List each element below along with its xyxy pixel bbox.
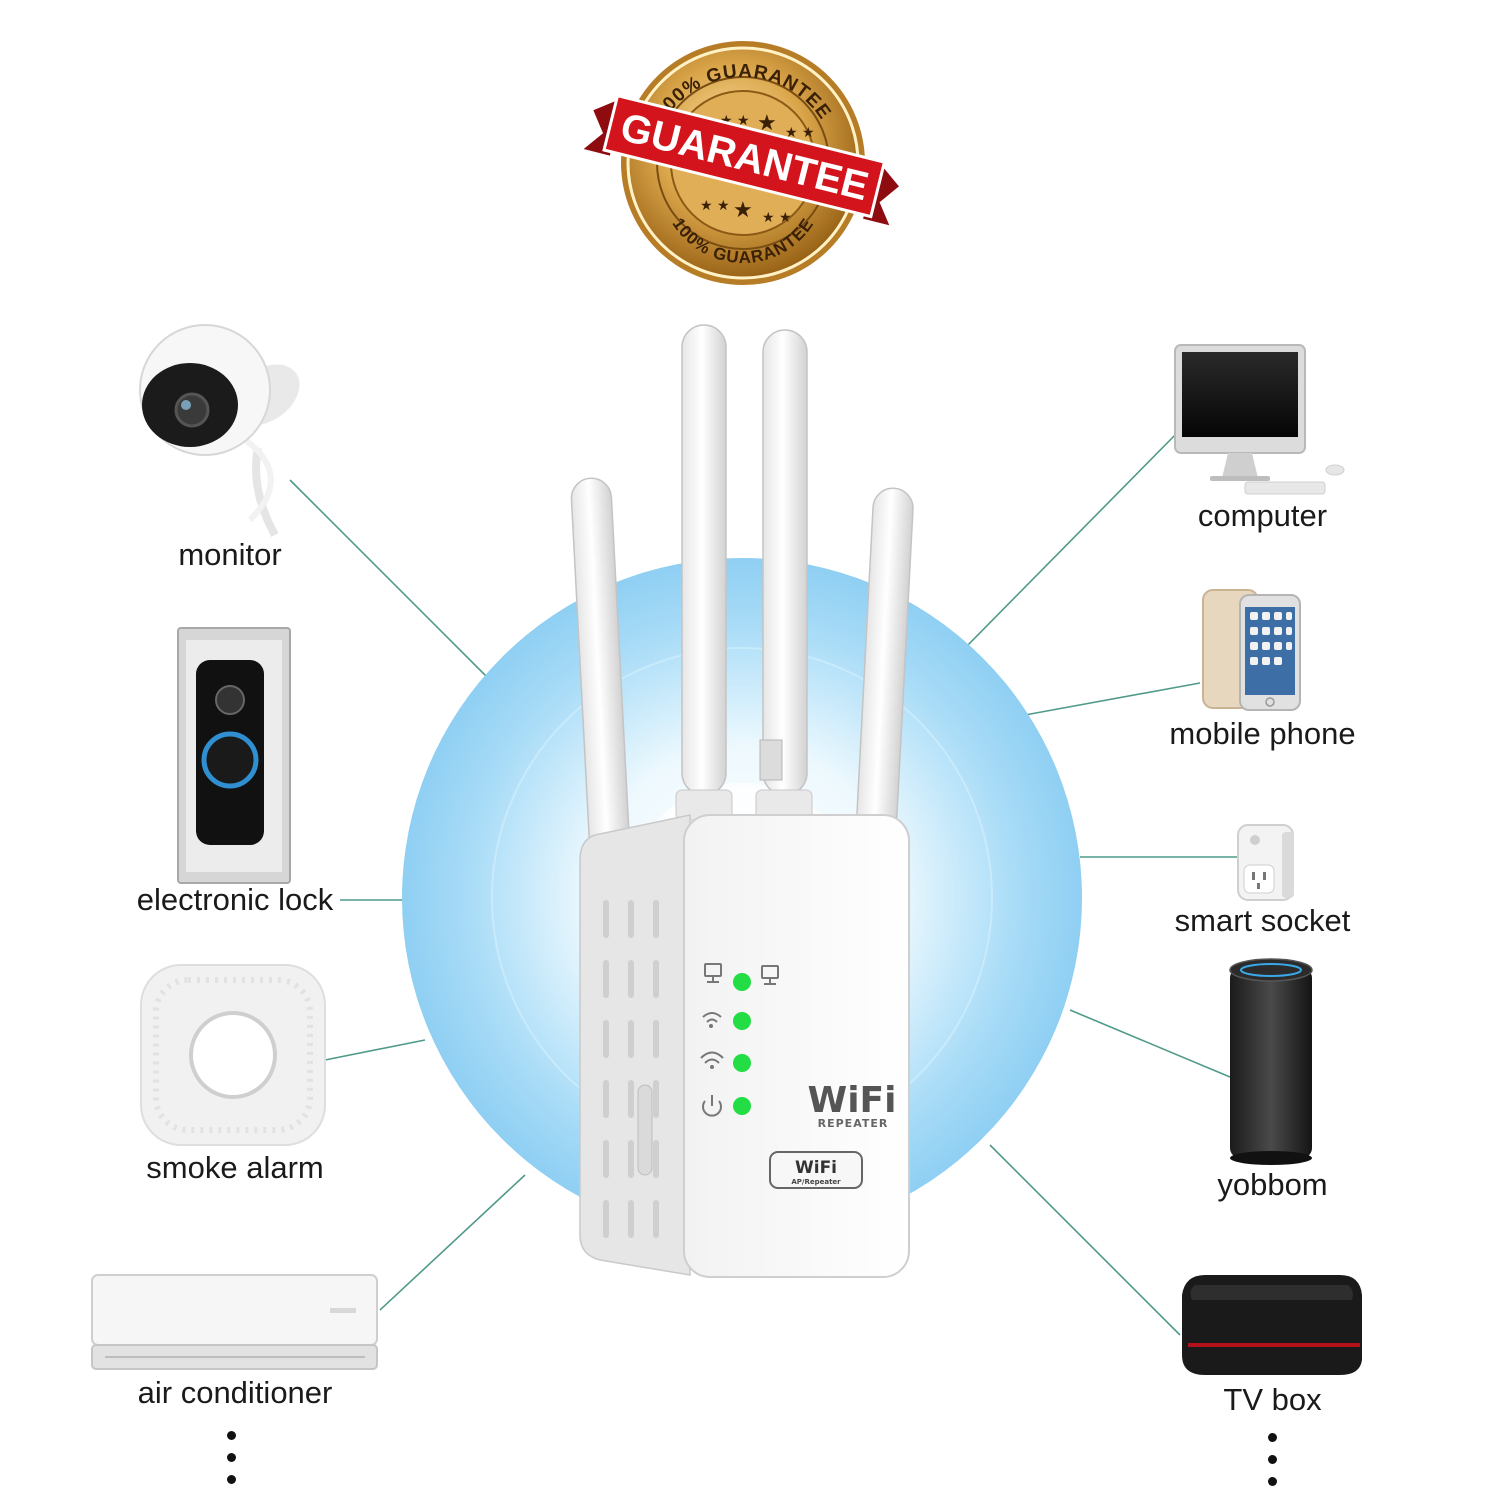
svg-text:★: ★ <box>757 111 777 136</box>
wifi-5g-icon <box>702 1012 722 1018</box>
led-power <box>733 1097 751 1115</box>
status-leds <box>733 973 751 1115</box>
device-plate <box>769 1151 863 1189</box>
desktop-computer-icon <box>1174 344 1345 495</box>
svg-text:★ ★: ★ ★ <box>700 198 730 214</box>
svg-text:★ ★: ★ ★ <box>762 210 792 226</box>
device-brand-main: WiFi <box>808 1080 897 1121</box>
mobile-phone-icon <box>1202 589 1301 711</box>
smart-socket-icon <box>1237 824 1294 901</box>
wps-button <box>637 1084 653 1176</box>
air-conditioner-icon <box>91 1274 378 1370</box>
right-more-dots-icon <box>1266 1433 1278 1499</box>
left-label-monitor: monitor <box>178 537 282 572</box>
video-doorbell-icon <box>177 627 291 884</box>
smart-speaker-icon <box>1229 958 1313 1165</box>
led-lan <box>733 973 751 991</box>
guarantee-badge: 100% GUARANTEE 100% GUARANTEE ★ ★ ★ ★ ★ … <box>583 41 899 285</box>
security-camera-icon <box>139 324 300 537</box>
tv-box-icon <box>1182 1275 1362 1375</box>
left-more-dots-icon <box>225 1431 237 1497</box>
device-brand-sub: REPEATER <box>818 1117 889 1130</box>
right-label-yobbom: yobbom <box>1217 1167 1328 1202</box>
left-label-electronic-lock: electronic lock <box>136 882 334 917</box>
wifi-repeater-device: WiFi REPEATER WiFi AP/Repeater <box>570 324 914 1278</box>
device-plate-main: WiFi <box>795 1158 837 1178</box>
right-label-smart-socket: smart socket <box>1174 903 1351 938</box>
right-label-tv-box: TV box <box>1223 1382 1322 1417</box>
svg-text:★: ★ <box>733 198 753 223</box>
svg-text:★ ★: ★ ★ <box>785 125 815 141</box>
wifi-2g-icon <box>700 1051 724 1059</box>
antenna-2 <box>762 329 808 796</box>
device-plate-sub: AP/Repeater <box>791 1178 841 1186</box>
led-wifi-5g <box>733 1012 751 1030</box>
right-label-mobile-phone: mobile phone <box>1169 716 1356 751</box>
left-label-air-conditioner: air conditioner <box>137 1375 333 1410</box>
led-wifi-2g <box>733 1054 751 1072</box>
connector-lines <box>289 429 1240 1336</box>
repeater-front-panel <box>683 814 910 1278</box>
smoke-alarm-icon <box>140 964 326 1146</box>
antenna-1 <box>681 324 727 796</box>
left-label-smoke-alarm: smoke alarm <box>146 1150 324 1185</box>
power-icon <box>702 1100 722 1117</box>
badge-stars-icon: ★ ★ ★ ★ ★ ★ ★ ★ ★ ★ <box>700 111 815 226</box>
right-label-computer: computer <box>1197 498 1328 533</box>
